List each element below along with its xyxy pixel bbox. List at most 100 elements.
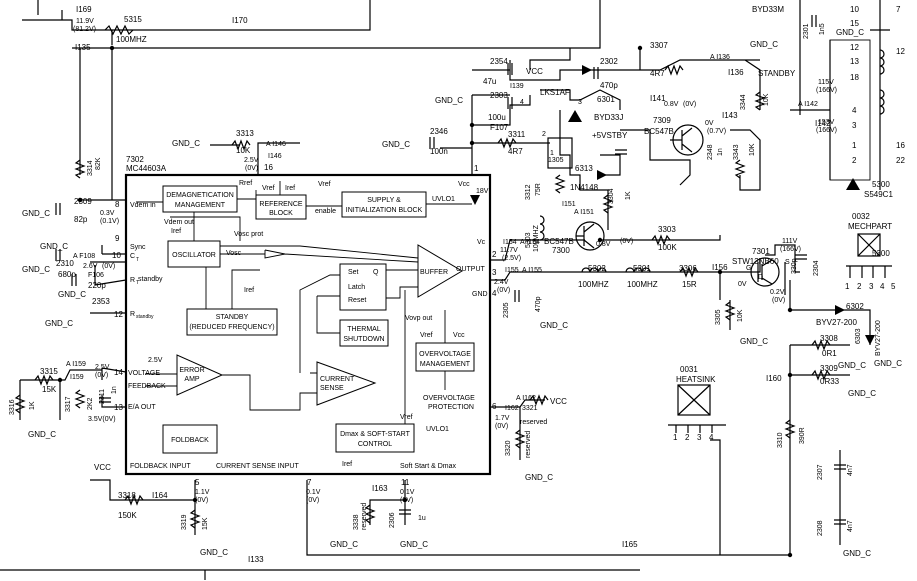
dmax-l1: Dmax & SOFT-START [340,431,410,438]
c2302-val: 470p [600,81,618,90]
mos-pin-d: D [758,274,763,281]
volt-25b: (2.5V) [502,255,521,262]
pin-softstart: Soft Start & Dmax [400,463,457,470]
block-reference [255,194,307,220]
c2304: 2304 [813,260,820,276]
ic-7302: 7302 MC44603A DEMAGNETICATION MANAGEMENT… [112,155,497,487]
int-vcc2: Vcc [453,332,465,339]
volt-03: 0.3V [100,210,115,217]
heat-pin3: 3 [697,433,702,442]
volt-119: 11.9V [76,18,94,25]
volt-166b: (166V) [816,87,837,94]
pin-sync: Sync [130,244,146,251]
r3318-val: 150K [118,511,137,520]
mech-pin5: 5 [891,282,896,291]
tp-f107: F107 [490,123,509,132]
volt-0f: 0V [705,120,714,127]
volt-111: 111V [782,238,798,245]
c2354: 2354 [490,57,508,66]
volt-17: 1.7V [495,415,510,422]
relay-1305 [547,137,573,169]
c2354-val: 47u [483,77,496,86]
d6302: 6302 [846,302,864,311]
pin-1: 1 [474,164,479,173]
pin-vc: Vc [477,239,486,246]
tp-a136: A I136 [710,54,730,61]
block-thermal-l1: THERMAL [347,326,381,333]
r3319-val: 15K [202,517,209,530]
c2311-val: 1n [111,386,118,394]
r3311-val: 4R7 [508,147,523,156]
volt-0k: (0V) [195,497,208,504]
d6301: 6301 [597,95,615,104]
block-demag-l2: MANAGEMENT [175,202,226,209]
ovp-l2: PROTECTION [428,404,474,411]
t7309-part: BC547B [644,127,674,136]
pin-vdem: Vdem in [130,202,156,209]
latch-latch: Latch [348,284,365,291]
mech-part: MECHPART [848,222,892,231]
int-iref: Iref [171,228,181,235]
volt-02: 0.2V [770,289,785,296]
latch-set: Set [348,269,359,276]
pin-rstandby-sub: standby [136,314,154,320]
ovm-l2: MANAGEMENT [420,361,471,368]
tp-142: I142 [815,119,831,128]
c2309-val: 82p [74,215,88,224]
r3313-val: 10K [236,146,251,155]
volt-0c: (0V) [497,287,510,294]
vcc-1: VCC [94,463,111,472]
r3309: 3309 [820,364,838,373]
tx-pin12: 12 [850,43,859,52]
relay-1305-label: 1305 [548,157,564,164]
gnd-10: GND_C [400,540,428,549]
block-ovm [415,342,475,372]
r5303-val: 100MHZ [533,224,540,252]
relay-pin3: 3 [578,99,582,106]
block-ref-l2: BLOCK [269,210,293,217]
warning-icon [568,110,582,122]
block-osc-label: OSCILLATOR [172,252,216,259]
tp-156: I156 [712,263,728,272]
tp-143: I143 [722,111,738,120]
r3317-val: 2K2 [87,397,94,410]
diodes [470,65,875,345]
pin-18v: 18V [476,188,489,195]
c2311: 2311 [99,389,106,404]
r3338: 3338 [353,514,360,530]
c2306-val: 1u [418,515,426,522]
r3308: 3308 [820,334,838,343]
c2310: 2310 [56,259,74,268]
r3343: 3343 [733,144,740,160]
volt-01c: 0.1V [400,489,415,496]
r3310: 3310 [777,432,784,448]
r3321: 3321 [522,405,538,412]
tp-135: I135 [75,43,91,52]
d6303-part: BYV27-200 [875,320,882,356]
c2308-val: 4n7 [847,520,854,532]
volt-01b: 0.1V [306,489,321,496]
tp-141: I141 [650,94,666,103]
tx-pin7: 7 [896,5,901,14]
c2301: 2301 [803,23,810,39]
r3338-val: reserved [361,503,368,530]
ovp-l1: OVERVOLTAGE [423,395,475,402]
c2304-val: 330p [791,258,798,274]
r3344-val: 10K [763,93,770,106]
foldback-label: FOLDBACK [171,437,209,444]
volt-07: (0.7V) [707,128,726,135]
inductors [539,49,885,273]
r3314: 3314 [87,160,94,176]
tx-pin18: 18 [850,73,859,82]
v5stby: +5VSTBY [592,131,628,140]
r5315: 5315 [124,15,142,24]
int-iref3: Iref [342,461,352,468]
volt-35: 3.5V(0V) [88,416,116,423]
tp-159: I159 [70,374,84,381]
resistors [14,24,831,529]
gnd-16: GND_C [836,28,864,37]
ic-ref: 7302 [126,155,144,164]
block-demag-l1: DEMAGNETICATION [166,192,234,199]
tp-136: I136 [728,68,744,77]
mechpart [846,233,892,278]
